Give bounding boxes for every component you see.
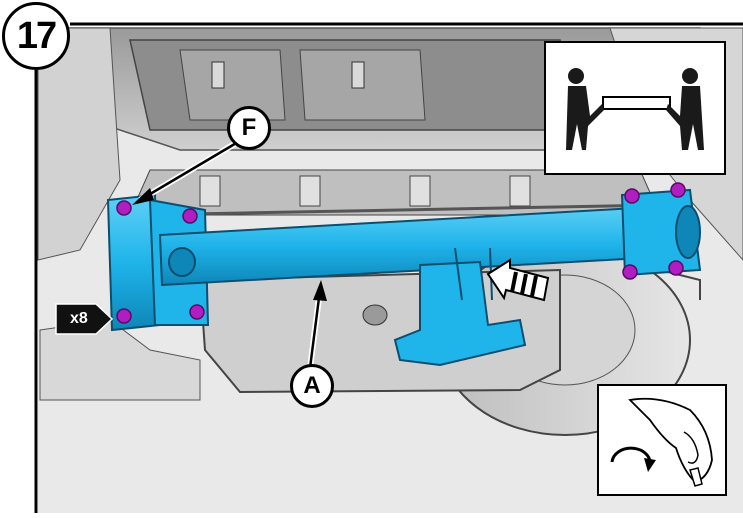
leader-f (139, 140, 239, 202)
leader-a-arrowhead (313, 280, 327, 301)
quantity-label: x8 (70, 310, 88, 327)
leader-f-arrowhead (132, 188, 154, 205)
bolt (670, 182, 686, 198)
tow-bar-crossmember (106, 188, 702, 367)
bolt (624, 188, 640, 204)
bolt (189, 304, 205, 320)
leader-a (308, 289, 322, 369)
bolt (116, 200, 132, 216)
step-number-badge: 17 (2, 2, 70, 70)
hand-rotate-icon (597, 384, 727, 496)
quantity-tag-shape (55, 303, 114, 335)
bolt-set (116, 182, 686, 324)
bolt (668, 260, 684, 276)
bolt (622, 264, 638, 280)
bolt (116, 308, 132, 324)
two-person-lift-icon (544, 41, 726, 175)
bolt (182, 208, 198, 224)
callout-f: F (227, 106, 271, 150)
direction-arrow-icon (486, 258, 550, 302)
callout-a: A (290, 364, 334, 408)
